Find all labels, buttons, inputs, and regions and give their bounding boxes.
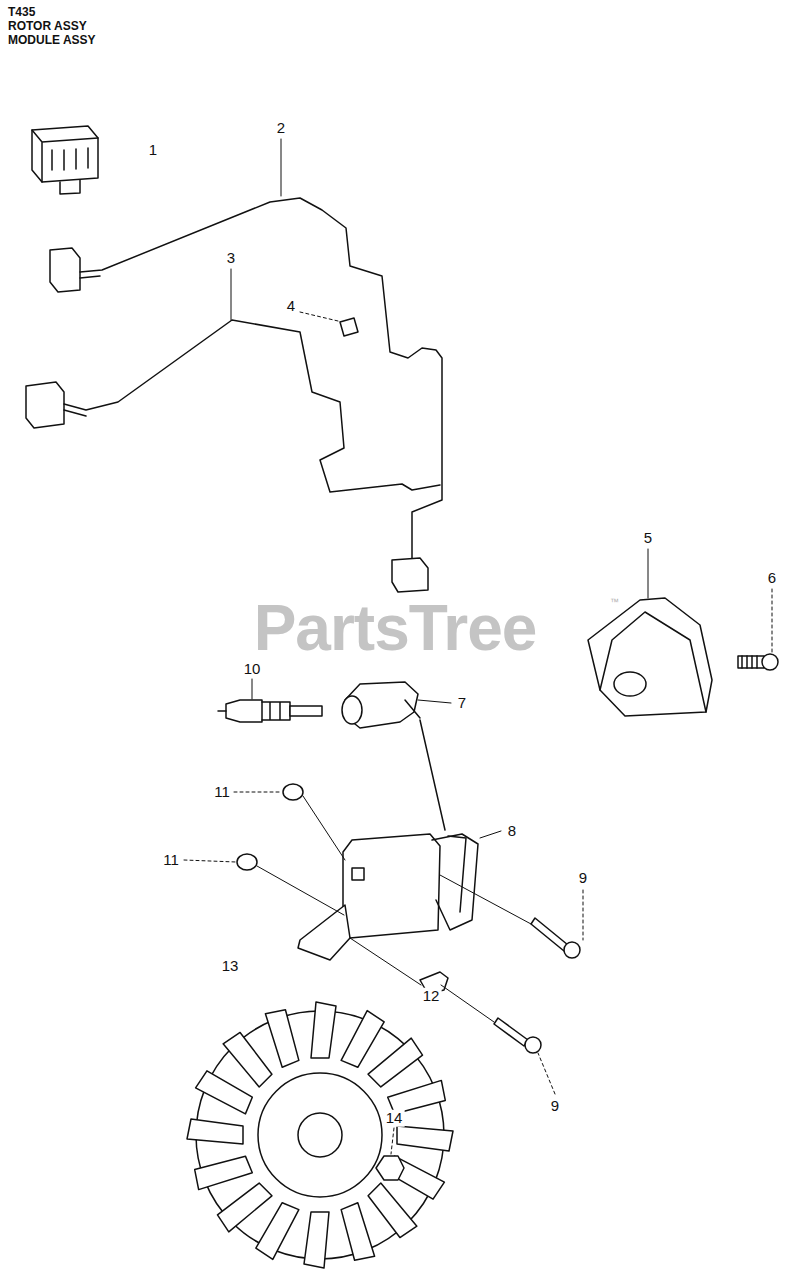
- callout-number: 1: [147, 142, 159, 159]
- plug-cover: [588, 598, 712, 716]
- wire-harness: [50, 198, 442, 592]
- screw: [738, 654, 778, 670]
- watermark: PartsTree: [254, 593, 537, 663]
- callout-number: 8: [506, 823, 518, 840]
- callout-number: 11: [161, 852, 181, 869]
- callout-number: 12: [421, 988, 442, 1005]
- callout-number: 7: [456, 695, 468, 712]
- callout-number: 10: [242, 661, 263, 678]
- assembly-title: ROTOR ASSY: [8, 20, 87, 33]
- screw: [531, 918, 580, 958]
- flywheel-nut: [376, 1156, 404, 1180]
- spark-plug: [218, 700, 322, 722]
- plug-boot: [342, 682, 420, 728]
- callout-number: 6: [766, 570, 778, 587]
- callout-number: 11: [212, 784, 232, 801]
- trademark-sign: ™: [610, 598, 619, 608]
- ignition-module: [298, 720, 478, 960]
- wire-clip: [340, 318, 358, 336]
- callout-number: 5: [642, 530, 654, 547]
- callout-number: 9: [549, 1098, 561, 1115]
- connector-block: [32, 126, 98, 194]
- callout-number: 4: [285, 298, 297, 315]
- flywheel: [187, 1002, 453, 1268]
- callout-number: 14: [384, 1110, 405, 1127]
- callout-number: 2: [275, 120, 287, 137]
- assembly-title: MODULE ASSY: [8, 34, 96, 47]
- leader-lines: [184, 139, 772, 1154]
- screw: [494, 1018, 541, 1053]
- model-code: T435: [8, 6, 35, 19]
- callout-number: 13: [220, 958, 241, 975]
- spacer: [237, 854, 257, 870]
- spacer: [283, 784, 303, 800]
- wire-harness: [26, 320, 440, 492]
- callout-number: 3: [225, 250, 237, 267]
- callout-number: 9: [577, 870, 589, 887]
